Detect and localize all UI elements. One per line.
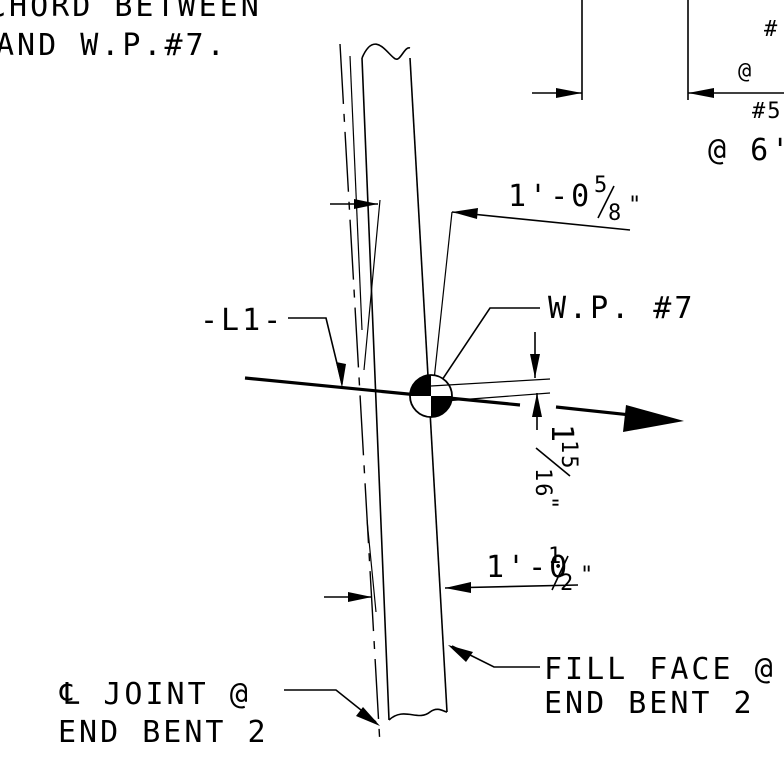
- dim-vertical-arrowhead-bottom: [532, 393, 542, 417]
- dim-upper-leader: [451, 211, 631, 231]
- label-fill-face-line2: END BENT 2: [544, 686, 755, 721]
- corner-dimension-fragment: # @ #5 @ 6': [532, 0, 784, 168]
- label-cl-joint-line2: END BENT 2: [58, 715, 269, 750]
- dim-lower-arrowhead-left: [348, 592, 372, 602]
- guide-line-upper-right: [433, 211, 453, 381]
- guide-line-lower-left: [366, 519, 377, 613]
- label-cl-joint-arrowhead: [356, 707, 380, 726]
- centerline-symbol: ℄: [59, 677, 82, 712]
- joint-centerline: [339, 43, 381, 746]
- chord-line: [244, 376, 521, 407]
- corner-arrowhead-right: [688, 88, 714, 98]
- pile-bottom-break: [388, 708, 448, 721]
- dim-lower-arrowhead-right: [445, 582, 471, 593]
- guide-line-upper-left: [349, 55, 363, 331]
- vertical-dim-extension-bottom: [430, 392, 551, 403]
- dim-lower-numerator: 1: [548, 544, 563, 569]
- label-l1-group: -L1-: [200, 303, 346, 388]
- dim-vertical-arrowhead-top: [530, 354, 540, 378]
- direction-arrow: [555, 405, 684, 432]
- direction-arrowhead: [623, 405, 684, 432]
- label-fill-face-arrowhead: [448, 645, 473, 662]
- label-cl-joint-group: ℄ JOINT @ END BENT 2: [58, 677, 380, 750]
- dimension-lower: 1'-0 1 2 ": [324, 544, 595, 602]
- dim-upper-arrowhead-right: [452, 208, 478, 219]
- label-wp7: W.P. #7: [548, 291, 695, 326]
- dim-vertical-inch-mark: ": [536, 496, 561, 511]
- label-l1-leader: [288, 317, 343, 385]
- vertical-dim-extension-top: [430, 378, 551, 387]
- work-point-quadrant-lower: [431, 396, 452, 417]
- note-chord-between: CHORD BETWEEN: [0, 0, 262, 24]
- dim-vertical-text: 1 15 16 ": [530, 424, 581, 511]
- dimension-vertical: 1 15 16 ": [530, 332, 581, 511]
- label-l1: -L1-: [200, 303, 284, 338]
- corner-label-at: @: [738, 59, 753, 84]
- dim-vertical-denominator: 16: [530, 468, 555, 499]
- label-fill-face-line1: FILL FACE @: [544, 652, 776, 687]
- dim-lower-denominator: 2: [560, 571, 575, 596]
- dim-upper-arrowhead-left: [354, 199, 378, 209]
- corner-label-hash5: #5: [752, 99, 783, 124]
- label-fill-face-group: FILL FACE @ END BENT 2: [448, 645, 776, 721]
- label-wp7-leader: [433, 307, 540, 393]
- dim-lower-inch-mark: ": [580, 563, 595, 588]
- dim-upper-denominator: 8: [608, 201, 623, 226]
- dim-upper-feet: 1'-0: [508, 179, 592, 214]
- dim-vertical-fraction-bar: [535, 447, 571, 477]
- dim-upper-inch-mark: ": [628, 193, 643, 218]
- label-cl-joint-text: JOINT @: [82, 677, 251, 712]
- note-and-wp7: AND W.P.#7.: [0, 28, 228, 63]
- corner-label-hash: #: [764, 17, 779, 42]
- corner-label-at-6: @ 6': [708, 133, 784, 168]
- corner-arrowhead-left: [556, 88, 582, 98]
- dim-upper-fraction-bar: [597, 185, 615, 219]
- dim-lower-fraction-bar: [551, 555, 569, 591]
- dim-vertical-whole: 1: [544, 424, 579, 445]
- pile-left-face: [361, 57, 390, 721]
- dim-upper-numerator: 5: [594, 173, 609, 198]
- label-cl-joint-line1: ℄ JOINT @: [59, 677, 251, 712]
- work-point-7: [244, 374, 551, 418]
- label-wp7-group: W.P. #7: [433, 291, 695, 393]
- work-point-quadrant-upper: [410, 375, 431, 396]
- dimension-upper: 1'-0 5 8 ": [330, 173, 643, 231]
- guide-line-upper-tilt: [363, 199, 381, 371]
- dim-vertical-numerator: 15: [556, 440, 581, 471]
- label-l1-arrowhead: [336, 362, 346, 388]
- dim-lower-feet: 1'-0: [486, 550, 570, 585]
- pile-top-break: [361, 43, 411, 61]
